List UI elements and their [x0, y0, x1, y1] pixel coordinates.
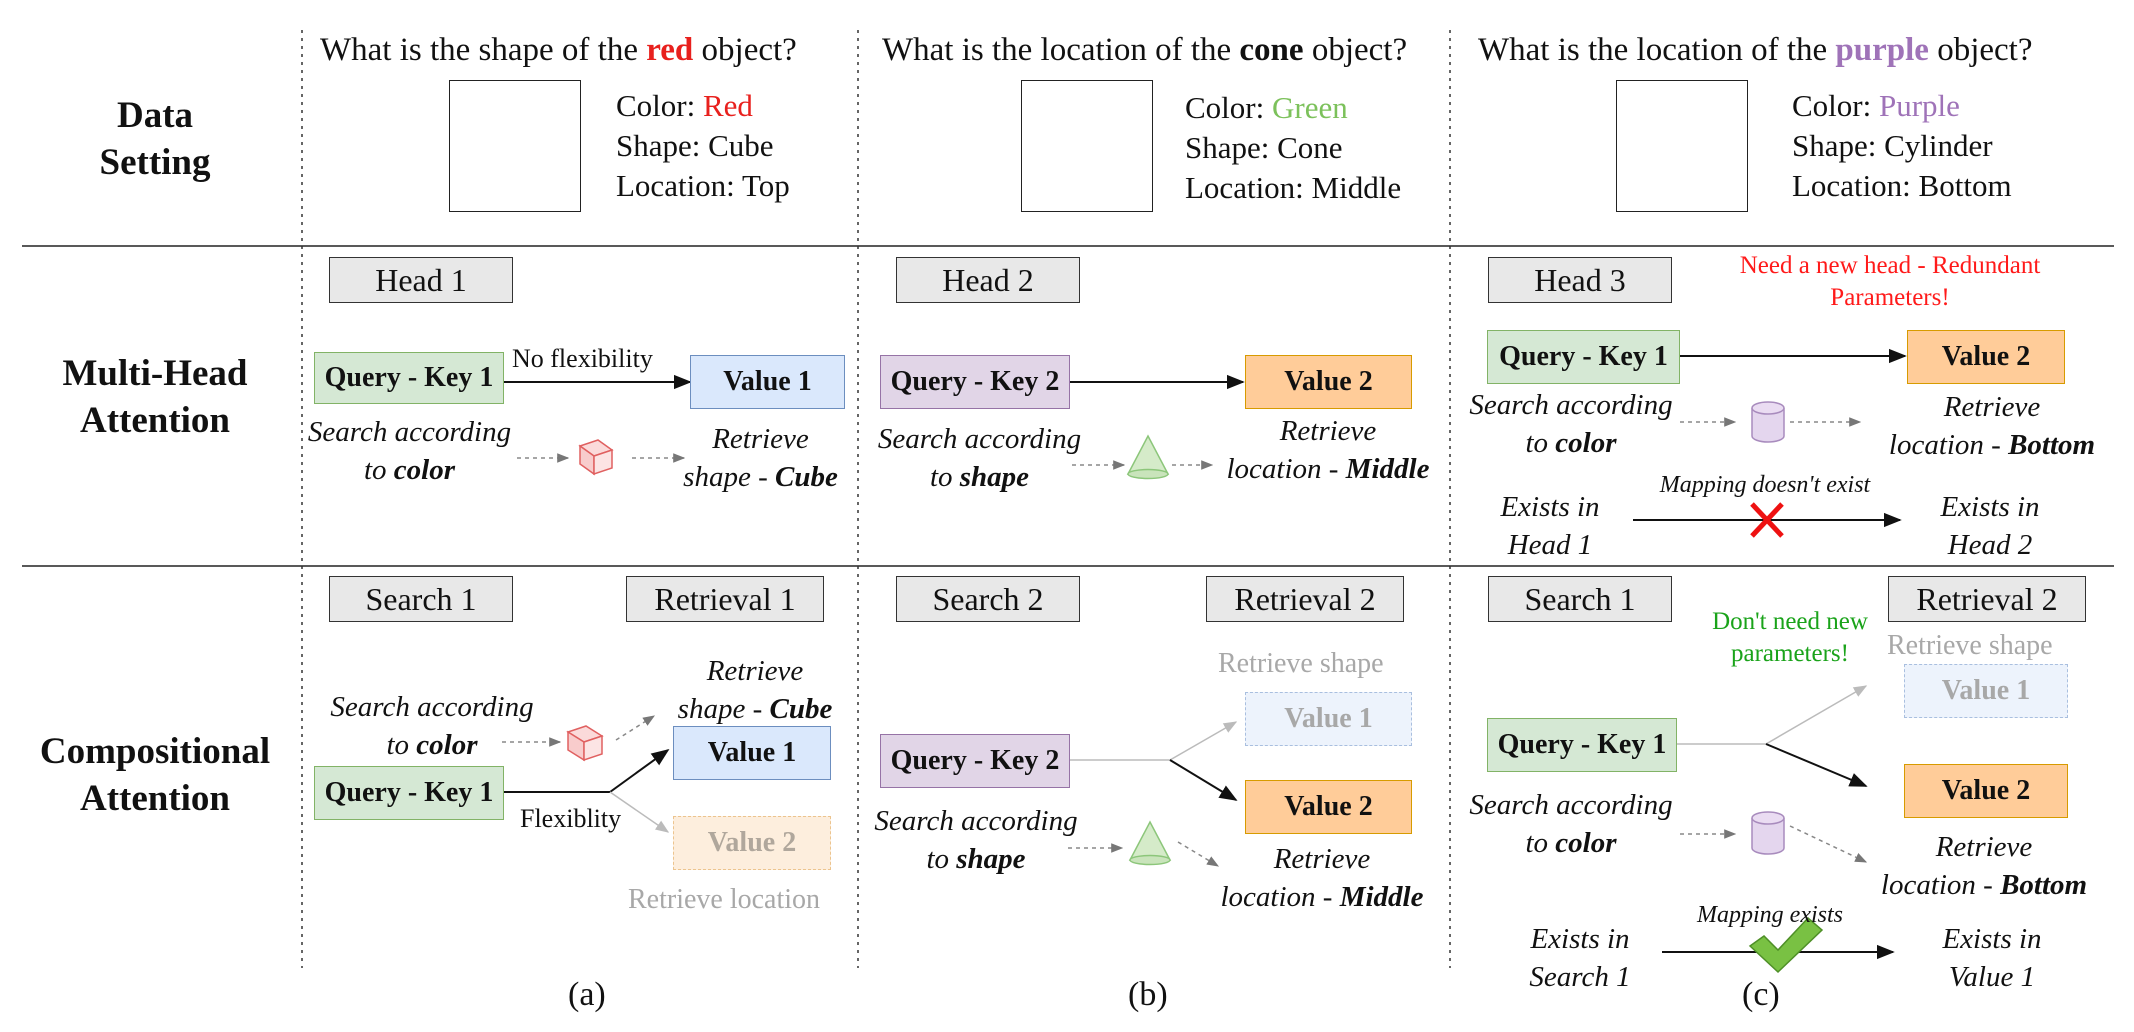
retrieve-shape-cube-comp-a: Retrieve shape - Cube: [677, 655, 833, 725]
search-according-color-a: Search according to color: [307, 416, 512, 486]
question-c: What is the location of the purple objec…: [1478, 32, 2033, 68]
cone-icon-mha-b: [1126, 434, 1170, 480]
value-2-box: Value 2: [1245, 355, 1412, 409]
attributes-c: Color: Purple Shape: Cylinder Location: …: [1792, 88, 2012, 203]
attributes-a: Color: Red Shape: Cube Location: Top: [616, 88, 790, 203]
retrieve-shape-faded-label-c: Retrieve shape: [1887, 630, 2053, 661]
question-a: What is the shape of the red object?: [320, 32, 797, 68]
caption-a: (a): [568, 976, 606, 1013]
caption-c: (c): [1742, 976, 1780, 1013]
retrieval-2-label-c: Retrieval 2: [1888, 576, 2086, 622]
search-1-label-a: Search 1: [329, 576, 513, 622]
retrieve-location-bottom-c: Retrieve location - Bottom: [1888, 391, 2096, 461]
retrieve-shape-cube-a: Retrieve shape - Cube: [683, 423, 838, 493]
value-1-box-faded-b: Value 1: [1245, 692, 1412, 746]
head-1-label: Head 1: [329, 257, 513, 303]
scene-frame-c: [1616, 80, 1748, 212]
cone-icon-comp-b: [1128, 820, 1172, 866]
value-1-box: Value 1: [690, 355, 845, 409]
query-key-2-box: Query - Key 2: [880, 355, 1070, 409]
value-1-box-faded-c: Value 1: [1904, 664, 2068, 718]
value-2-box-c: Value 2: [1907, 330, 2065, 384]
check-icon: [1748, 916, 1824, 974]
search-according-shape-b: Search according to shape: [877, 423, 1082, 493]
retrieval-2-label-b: Retrieval 2: [1206, 576, 1404, 622]
no-flexibility-label: No flexibility: [512, 344, 653, 373]
value-2-box-comp-c: Value 2: [1904, 764, 2068, 818]
head-3-label: Head 3: [1488, 257, 1672, 303]
attributes-b: Color: Green Shape: Cone Location: Middl…: [1185, 90, 1402, 205]
cylinder-icon-comp-c: [1751, 811, 1785, 855]
scene-frame-a: [449, 80, 581, 212]
query-key-1-box-comp-c: Query - Key 1: [1487, 718, 1677, 772]
retrieve-location-faded-label: Retrieve location: [628, 884, 821, 915]
flexibility-label: Flexiblity: [520, 804, 622, 833]
cube-icon-comp-a: [566, 725, 604, 762]
search-2-label: Search 2: [896, 576, 1080, 622]
value-1-box-comp-a: Value 1: [673, 726, 831, 780]
cross-icon: [1750, 502, 1784, 538]
retrieve-location-middle-b: Retrieve location - Middle: [1226, 415, 1430, 485]
search-1-label-c: Search 1: [1488, 576, 1672, 622]
value-2-box-comp-b: Value 2: [1245, 780, 1412, 834]
search-according-color-c: Search according to color: [1469, 389, 1673, 459]
cube-icon-mha-a: [578, 439, 614, 476]
query-key-1-box-comp-a: Query - Key 1: [314, 766, 504, 820]
scene-frame-b: [1021, 80, 1153, 212]
retrieve-shape-faded-label-b: Retrieve shape: [1218, 648, 1384, 679]
cylinder-icon-mha-c: [1751, 401, 1785, 443]
question-b: What is the location of the cone object?: [882, 32, 1408, 68]
retrieval-1-label: Retrieval 1: [626, 576, 824, 622]
query-key-1-box-c: Query - Key 1: [1487, 330, 1680, 384]
caption-b: (b): [1128, 976, 1168, 1013]
query-key-2-box-comp-b: Query - Key 2: [880, 734, 1070, 788]
retrieve-location-middle-comp-b: Retrieve location - Middle: [1220, 843, 1424, 913]
retrieve-location-bottom-comp-c: Retrieve location - Bottom: [1880, 831, 2088, 901]
value-2-box-faded-a: Value 2: [673, 816, 831, 870]
mapping-exists-label: Mapping exists: [1697, 902, 1843, 928]
query-key-1-box: Query - Key 1: [314, 352, 504, 404]
search-according-color-comp-c: Search according to color: [1469, 789, 1673, 859]
mapping-doesnt-exist-label: Mapping doesn't exist: [1659, 472, 1871, 498]
search-according-shape-comp-b: Search according to shape: [874, 805, 1078, 875]
search-according-color-comp-a: Search according to color: [330, 691, 534, 761]
head-2-label: Head 2: [896, 257, 1080, 303]
